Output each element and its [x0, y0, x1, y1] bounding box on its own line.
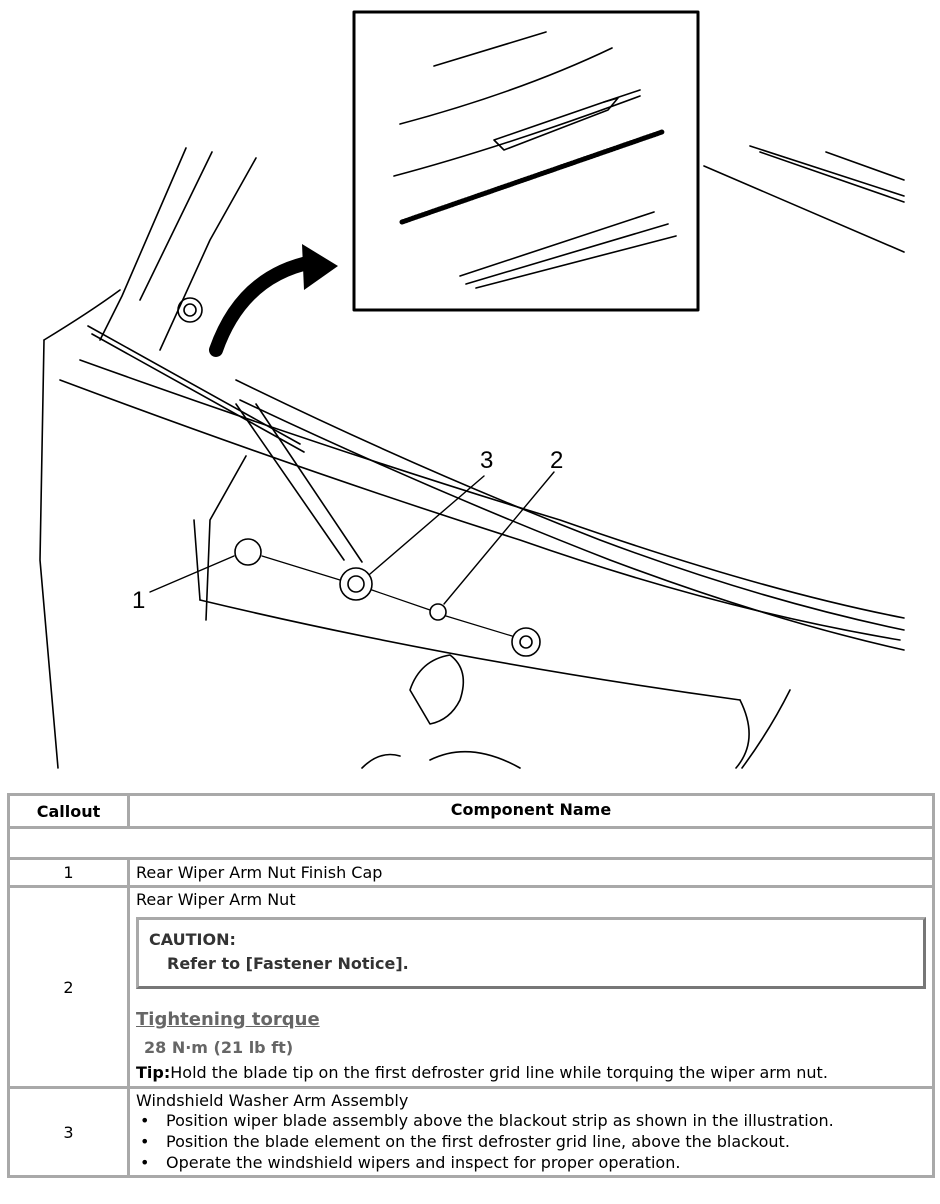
tip-text: Hold the blade tip on the first defroste…: [170, 1063, 828, 1082]
row-component-detail: Windshield Washer Arm Assembly Position …: [127, 1086, 935, 1178]
table-row: 1 Rear Wiper Arm Nut Finish Cap: [7, 857, 935, 888]
table-row: 3 Windshield Washer Arm Assembly Positio…: [7, 1086, 935, 1178]
washer-part: [511, 627, 541, 657]
detail-inset-drawing: [393, 31, 677, 289]
row-component-name: Windshield Washer Arm Assembly: [136, 1091, 409, 1110]
list-item: Position wiper blade assembly above the …: [136, 1110, 926, 1131]
row-component-detail: Rear Wiper Arm Nut CAUTION: Refer to [Fa…: [127, 885, 935, 1089]
callout-label-3: 3: [480, 447, 493, 474]
row-callout: 2: [7, 885, 130, 1089]
callout-label-1: 1: [132, 587, 145, 614]
caution-title: CAUTION:: [149, 930, 236, 949]
torque-value: 28 N·m (21 lb ft): [144, 1038, 294, 1057]
row-callout: 1: [7, 857, 130, 888]
row-component-name: Rear Wiper Arm Nut: [136, 890, 296, 909]
list-item: Position the blade element on the first …: [136, 1131, 926, 1152]
table-spacer-row: [7, 826, 935, 860]
wiper-arm-nut-part: [429, 603, 447, 621]
callout-label-2: 2: [550, 447, 563, 474]
finish-cap-part: [234, 538, 262, 566]
header-callout: Callout: [7, 793, 130, 829]
table-row: 2 Rear Wiper Arm Nut CAUTION: Refer to […: [7, 885, 935, 1089]
table-header-row: Callout Component Name: [7, 793, 935, 829]
torque-heading: Tightening torque: [136, 1009, 320, 1030]
component-table: Callout Component Name 1 Rear Wiper Arm …: [7, 793, 935, 1178]
header-component-name: Component Name: [127, 793, 935, 829]
liftgate-body-drawing: [39, 145, 905, 769]
row-callout: 3: [7, 1086, 130, 1178]
detail-inset-frame: [352, 10, 700, 312]
wiper-arm-drawing: [87, 325, 373, 601]
wiper-illustration: 1 2 3: [39, 10, 905, 769]
instruction-list: Position wiper blade assembly above the …: [136, 1110, 926, 1173]
caution-text: Refer to [Fastener Notice].: [167, 954, 409, 973]
tip-paragraph: Tip:Hold the blade tip on the first defr…: [136, 1063, 926, 1082]
detail-arrow-icon: [209, 255, 319, 357]
tip-label: Tip:: [136, 1063, 171, 1082]
row-component-name: Rear Wiper Arm Nut Finish Cap: [127, 857, 935, 888]
caution-box: CAUTION: Refer to [Fastener Notice].: [136, 917, 926, 989]
list-item: Operate the windshield wipers and inspec…: [136, 1152, 926, 1173]
